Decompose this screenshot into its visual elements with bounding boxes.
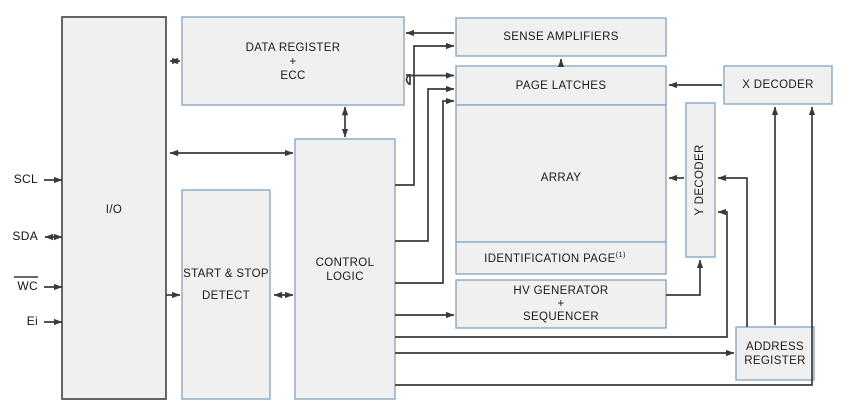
block-y-decoder-label: Y DECODER: [694, 144, 706, 215]
identification-page-superscript: (1): [616, 250, 626, 259]
signal-sda: SDA: [12, 229, 63, 243]
block-logic-label: LOGIC: [326, 271, 364, 283]
block-hv-plus: +: [557, 298, 564, 310]
block-register-label: REGISTER: [744, 355, 806, 367]
block-array[interactable]: ARRAY: [455, 104, 667, 243]
wire-control-logic-to-x-decoder: [395, 106, 816, 386]
block-address-label: ADDRESS: [746, 341, 804, 353]
block-array-label: ARRAY: [541, 172, 582, 184]
block-page-latches[interactable]: PAGE LATCHES: [455, 65, 667, 106]
wire-hv-generator-to-y-decoder: [666, 259, 704, 296]
block-sense-amplifiers-label: SENSE AMPLIFIERS: [503, 31, 619, 43]
block-sequencer-label: SEQUENCER: [523, 311, 599, 323]
block-data-register-label: DATA REGISTER: [246, 42, 341, 54]
signal-scl-label: SCL: [14, 172, 38, 186]
block-identification-page-label: IDENTIFICATION PAGE(1): [484, 250, 626, 265]
identification-page-text: IDENTIFICATION PAGE: [484, 253, 615, 265]
block-io-label: I/O: [106, 204, 122, 216]
block-detect-label: DETECT: [202, 290, 250, 302]
block-control-label: CONTROL: [316, 257, 375, 269]
block-hv-generator[interactable]: HV GENERATOR + SEQUENCER: [455, 279, 667, 329]
block-data-register-ecc-label: ECC: [280, 70, 305, 82]
wire-address-register-to-y-decoder: [717, 174, 748, 327]
block-x-decoder-label: X DECODER: [742, 79, 814, 91]
block-data-register-plus: +: [289, 56, 296, 68]
block-start-stop-detect[interactable]: START & STOP DETECT: [181, 189, 271, 400]
wire-control-logic-to-array: [395, 97, 455, 284]
block-control-logic[interactable]: CONTROL LOGIC: [294, 138, 396, 400]
signal-wc: WC: [14, 276, 63, 293]
block-io[interactable]: I/O: [61, 16, 167, 400]
signal-scl: SCL: [14, 172, 63, 186]
wire-control-logic-to-y-decoder: [395, 208, 728, 338]
block-hv-generator-label: HV GENERATOR: [513, 285, 608, 297]
wire-data-register-to-page-latches: [405, 72, 455, 85]
wire-control-logic-to-page-latches: [395, 85, 455, 242]
signal-sda-label: SDA: [12, 229, 38, 243]
block-y-decoder[interactable]: Y DECODER: [685, 102, 716, 258]
block-sense-amplifiers[interactable]: SENSE AMPLIFIERS: [455, 17, 667, 57]
signal-wc-label: WC: [17, 279, 38, 293]
wire-control-logic-to-sense-amplifiers: [395, 42, 455, 186]
block-data-register-ecc[interactable]: DATA REGISTER + ECC: [181, 16, 405, 106]
block-start-stop-label: START & STOP: [183, 268, 269, 280]
signal-ei-label: Ei: [27, 314, 38, 328]
block-identification-page[interactable]: IDENTIFICATION PAGE(1): [455, 241, 667, 275]
block-address-register[interactable]: ADDRESS REGISTER: [735, 326, 815, 381]
block-page-latches-label: PAGE LATCHES: [516, 80, 607, 92]
signal-ei: Ei: [27, 314, 63, 328]
block-x-decoder[interactable]: X DECODER: [723, 65, 833, 105]
